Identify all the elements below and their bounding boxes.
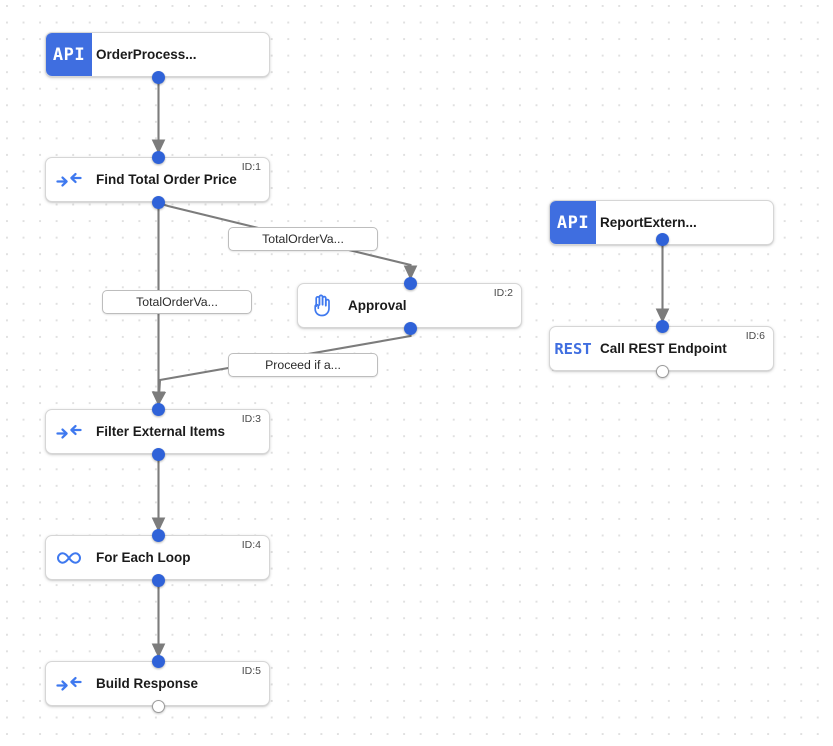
node-id-tag: ID:1 (241, 161, 261, 173)
node-report-extern-api[interactable]: API ReportExtern... (549, 200, 774, 245)
node-id-tag: ID:4 (241, 539, 261, 551)
edge-label-proceed-if-approved[interactable]: Proceed if a... (228, 353, 378, 377)
node-label: Approval (348, 298, 407, 313)
edge-label-total-order-value-2[interactable]: TotalOrderVa... (102, 290, 252, 314)
transform-arrows-icon (46, 158, 92, 201)
api-badge-icon: API (46, 33, 92, 76)
node-id-tag: ID:3 (241, 413, 261, 425)
port-build-response-in[interactable] (152, 655, 165, 668)
node-id-tag: ID:5 (241, 665, 261, 677)
port-filter-out[interactable] (152, 448, 165, 461)
node-call-rest-endpoint[interactable]: REST Call REST Endpoint ID:6 (549, 326, 774, 371)
rest-badge-icon: REST (554, 339, 592, 358)
node-for-each-loop[interactable]: For Each Loop ID:4 (45, 535, 270, 580)
port-approval-in[interactable] (404, 277, 417, 290)
port-approval-out[interactable] (404, 322, 417, 335)
port-find-total-in[interactable] (152, 151, 165, 164)
port-foreach-in[interactable] (152, 529, 165, 542)
node-approval[interactable]: Approval ID:2 (297, 283, 522, 328)
api-badge-icon: API (550, 201, 596, 244)
port-report-extern-out[interactable] (656, 233, 669, 246)
node-label: For Each Loop (96, 550, 191, 565)
port-filter-in[interactable] (152, 403, 165, 416)
hand-icon (298, 284, 344, 327)
node-label: ReportExtern... (600, 215, 697, 230)
edge-label-total-order-value-1[interactable]: TotalOrderVa... (228, 227, 378, 251)
node-id-tag: ID:2 (493, 287, 513, 299)
port-call-rest-out[interactable] (656, 365, 669, 378)
transform-arrows-icon (46, 662, 92, 705)
port-order-process-out[interactable] (152, 71, 165, 84)
transform-arrows-icon (46, 410, 92, 453)
port-build-response-out[interactable] (152, 700, 165, 713)
port-find-total-out[interactable] (152, 196, 165, 209)
node-label: Find Total Order Price (96, 172, 237, 187)
node-label: Call REST Endpoint (600, 341, 727, 356)
node-label: Filter External Items (96, 424, 226, 439)
node-build-response[interactable]: Build Response ID:5 (45, 661, 270, 706)
node-label: Build Response (96, 676, 199, 691)
port-foreach-out[interactable] (152, 574, 165, 587)
node-order-process-api[interactable]: API OrderProcess... (45, 32, 270, 77)
node-label: OrderProcess... (96, 47, 197, 62)
infinity-icon (46, 536, 92, 579)
node-id-tag: ID:6 (745, 330, 765, 342)
port-call-rest-in[interactable] (656, 320, 669, 333)
